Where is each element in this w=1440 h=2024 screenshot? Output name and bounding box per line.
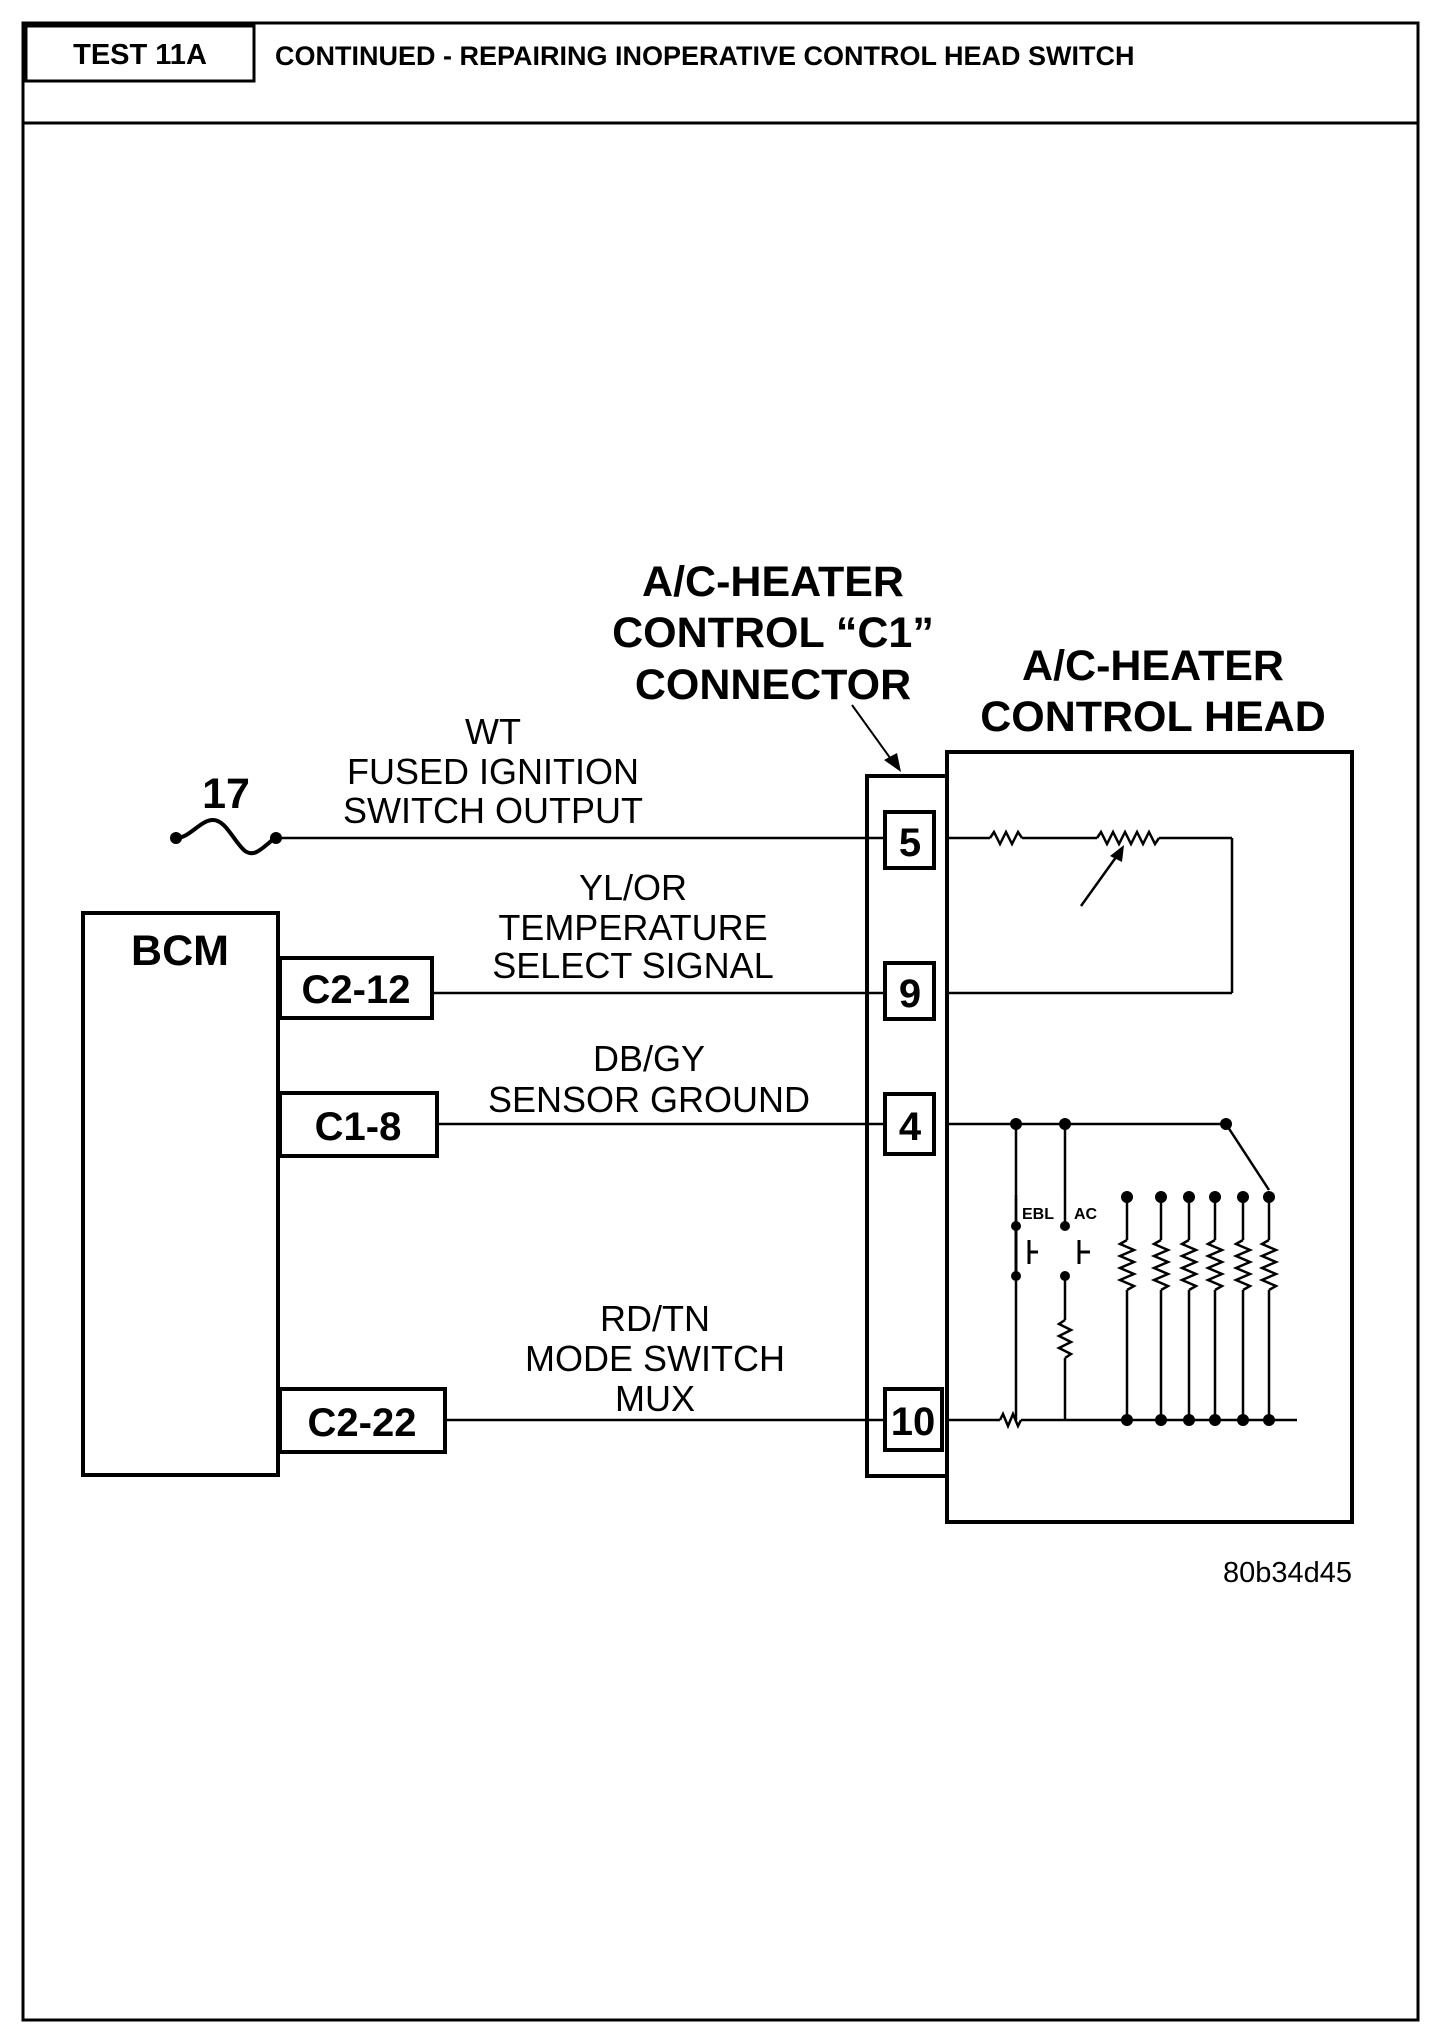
connector-cavity-9-label: 9 xyxy=(899,972,921,1016)
ladder-contact-dot xyxy=(1155,1191,1167,1203)
ebl-switch xyxy=(1014,1226,1038,1276)
bcm-box xyxy=(81,911,280,1477)
ladder-junction-dot xyxy=(1209,1414,1221,1426)
connector-leader-arrowhead xyxy=(884,753,901,772)
connector-label-line-1: A/C-HEATER xyxy=(642,558,904,606)
circuit-1-desc-line-1: FUSED IGNITION xyxy=(347,751,639,792)
wire-color-db-gy: DB/GY xyxy=(593,1038,705,1079)
ac-switch-label: AC xyxy=(1074,1206,1098,1223)
control-head-box xyxy=(945,750,1354,1524)
connector-cavity-5-label: 5 xyxy=(899,821,921,865)
ladder-contact-dots xyxy=(1121,1191,1275,1426)
connector-cavity-4-label: 4 xyxy=(899,1105,922,1149)
ladder-junction-dot xyxy=(1183,1414,1195,1426)
ebl-switch-contact-bottom xyxy=(1011,1271,1021,1281)
connector-label-line-3: CONNECTOR xyxy=(635,661,911,709)
potentiometer-resistor xyxy=(1095,829,1161,847)
connector-cavity-5 xyxy=(883,810,936,870)
connector-cavity-4 xyxy=(883,1092,936,1156)
ladder-resistors xyxy=(1116,1197,1280,1420)
ladder-branch xyxy=(1232,1197,1254,1420)
test-id-box xyxy=(24,24,256,83)
ladder-branch xyxy=(1116,1197,1138,1420)
ladder-branch xyxy=(1150,1197,1172,1420)
potentiometer-wiper xyxy=(1079,852,1121,907)
potentiometer-arrowhead xyxy=(1110,845,1124,862)
ladder-contact-dot xyxy=(1183,1191,1195,1203)
ebl-switch-label: EBL xyxy=(1022,1206,1054,1223)
ladder-branch xyxy=(1204,1197,1226,1420)
control-head-label-line-1: A/C-HEATER xyxy=(1022,642,1284,690)
circuit-4-desc-line-1: MODE SWITCH xyxy=(525,1338,785,1379)
ladder-junction-dot xyxy=(1121,1414,1133,1426)
wire-color-wt: WT xyxy=(465,711,521,752)
ladder-branch xyxy=(1258,1197,1280,1420)
ladder-contact-dot xyxy=(1209,1191,1221,1203)
wire-color-yl-or: YL/OR xyxy=(579,867,687,908)
junction-dot xyxy=(1010,1118,1022,1130)
header-title: CONTINUED - REPAIRING INOPERATIVE CONTRO… xyxy=(275,41,1135,71)
temperature-potentiometer-circuit xyxy=(947,829,1234,995)
ac-switch xyxy=(1077,1240,1090,1264)
connector-cavity-10-label: 10 xyxy=(891,1400,936,1444)
fuse-number: 17 xyxy=(202,770,250,818)
bcm-label: BCM xyxy=(131,927,229,975)
bcm-pin-c1-8-label: C1-8 xyxy=(315,1105,402,1149)
ladder-branch xyxy=(1178,1197,1200,1420)
ladder-junction-dot xyxy=(1237,1414,1249,1426)
bcm-pin-c2-12-label: C2-12 xyxy=(302,968,411,1012)
fuse-symbol xyxy=(175,817,277,856)
figure-id: 80b34d45 xyxy=(1223,1557,1352,1589)
bcm-pin-c1-8 xyxy=(278,1091,439,1158)
ac-switch-leads xyxy=(1014,1195,1074,1420)
connector-cavity-10 xyxy=(883,1387,944,1452)
sensor-ground-bus xyxy=(947,1122,1226,1420)
circuit-2-desc-line-2: SELECT SIGNAL xyxy=(492,945,773,986)
circuit-3-desc-line-1: SENSOR GROUND xyxy=(488,1079,810,1120)
junction-dot xyxy=(1059,1118,1071,1130)
test-id: TEST 11A xyxy=(73,39,207,71)
circuit-2-desc-line-1: TEMPERATURE xyxy=(498,907,767,948)
connector-label-line-2: CONTROL “C1” xyxy=(612,609,934,657)
ladder-junction-dot xyxy=(1155,1414,1167,1426)
bcm-pin-c2-22 xyxy=(278,1387,447,1454)
page-frame xyxy=(21,21,1420,2022)
ac-series-resistor xyxy=(1056,1318,1074,1360)
mux-input-resistor xyxy=(998,1410,1023,1430)
wire-color-rd-tn: RD/TN xyxy=(600,1298,710,1339)
circuit-1-desc-line-2: SWITCH OUTPUT xyxy=(343,790,643,831)
control-head-label-line-2: CONTROL HEAD xyxy=(980,693,1326,741)
ladder-contact-dot xyxy=(1237,1191,1249,1203)
connector-cavity-9 xyxy=(883,961,936,1021)
ladder-contact-dot xyxy=(1263,1191,1275,1203)
ladder-contact-dot xyxy=(1121,1191,1133,1203)
connector-leader-line xyxy=(851,704,894,763)
bcm-pin-c2-12 xyxy=(278,956,434,1020)
circuit-4-desc-line-2: MUX xyxy=(615,1378,695,1419)
ladder-junction-dot xyxy=(1263,1414,1275,1426)
bcm-pin-c2-22-label: C2-22 xyxy=(308,1401,417,1445)
fixed-resistor-1 xyxy=(988,829,1024,847)
